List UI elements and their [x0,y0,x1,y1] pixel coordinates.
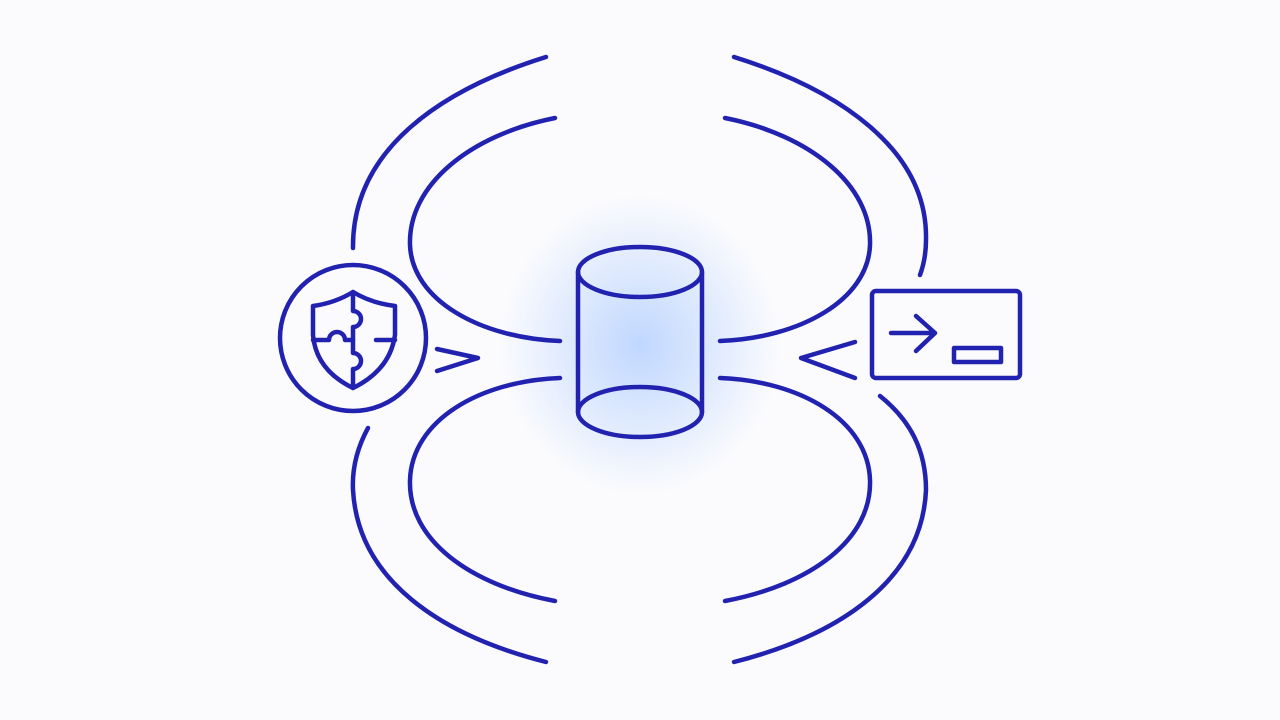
inner-arc-top-left [407,115,563,344]
outer-arc-top-right [731,54,929,278]
outer-arc-bottom-left [350,425,549,665]
center-glow [500,195,780,495]
terminal-window-icon [869,288,1023,381]
shield-puzzle-icon [277,262,429,414]
outer-arc-bottom-right [731,393,929,665]
inner-arc-bottom-left [407,375,563,604]
chevron-right-icon [434,346,481,374]
outer-arc-top-left [350,54,549,251]
chevron-left-icon [798,339,858,381]
inner-arc-top-right [717,115,873,344]
database-cylinder-icon [575,244,705,440]
inner-arc-bottom-right [717,375,873,604]
